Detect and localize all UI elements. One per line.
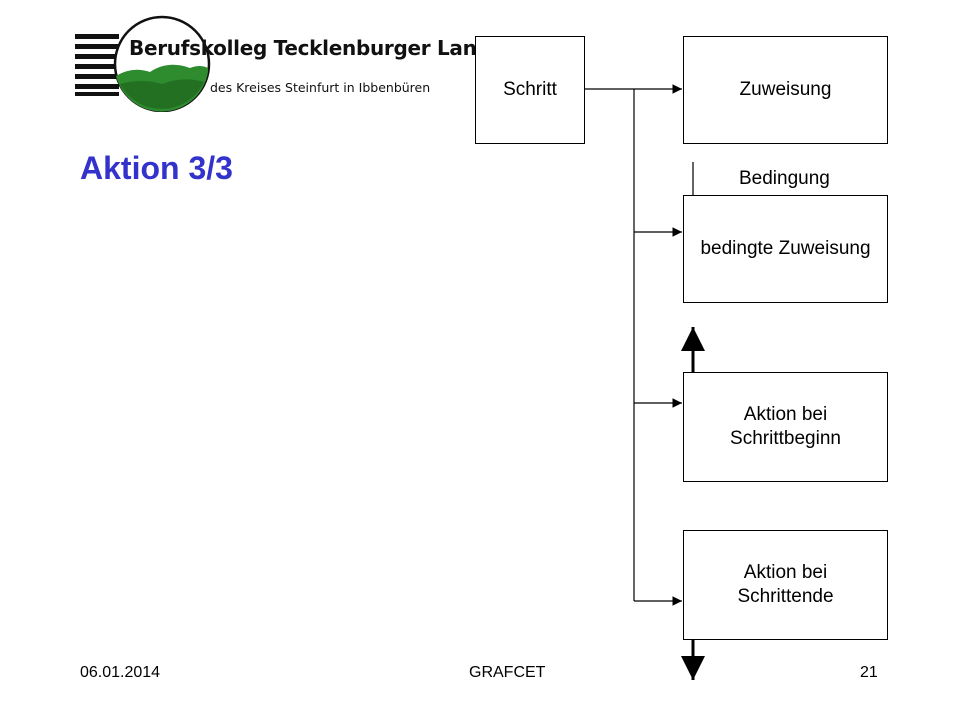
logo-school-name: Berufskolleg Tecklenburger Land — [129, 36, 491, 60]
footer-topic: GRAFCET — [469, 664, 546, 681]
conditional-assignment-label: bedingte Zuweisung — [700, 238, 871, 259]
action-step-start-label: Aktion bei Schrittbeginn — [730, 404, 841, 449]
assignment-label: Zuweisung — [739, 79, 832, 100]
action-step-end-box: Aktion bei Schrittende — [683, 530, 888, 640]
logo-stripes-icon — [75, 34, 119, 96]
footer-page-number: 21 — [860, 664, 878, 681]
action-step-start-box: Aktion bei Schrittbeginn — [683, 372, 888, 482]
slide-title: Aktion 3/3 — [80, 150, 233, 186]
logo-circle-icon — [113, 15, 211, 112]
step-box: Schritt — [475, 36, 585, 144]
conditional-assignment-box: bedingte Zuweisung — [683, 195, 888, 303]
condition-label: Bedingung — [739, 168, 830, 189]
assignment-box: Zuweisung — [683, 36, 888, 144]
footer-date: 06.01.2014 — [80, 664, 161, 681]
school-logo — [75, 15, 211, 112]
logo-school-subtitle: des Kreises Steinfurt in Ibbenbüren — [210, 80, 431, 95]
step-label: Schritt — [503, 79, 557, 100]
action-step-end-label: Aktion bei Schrittende — [737, 562, 834, 607]
